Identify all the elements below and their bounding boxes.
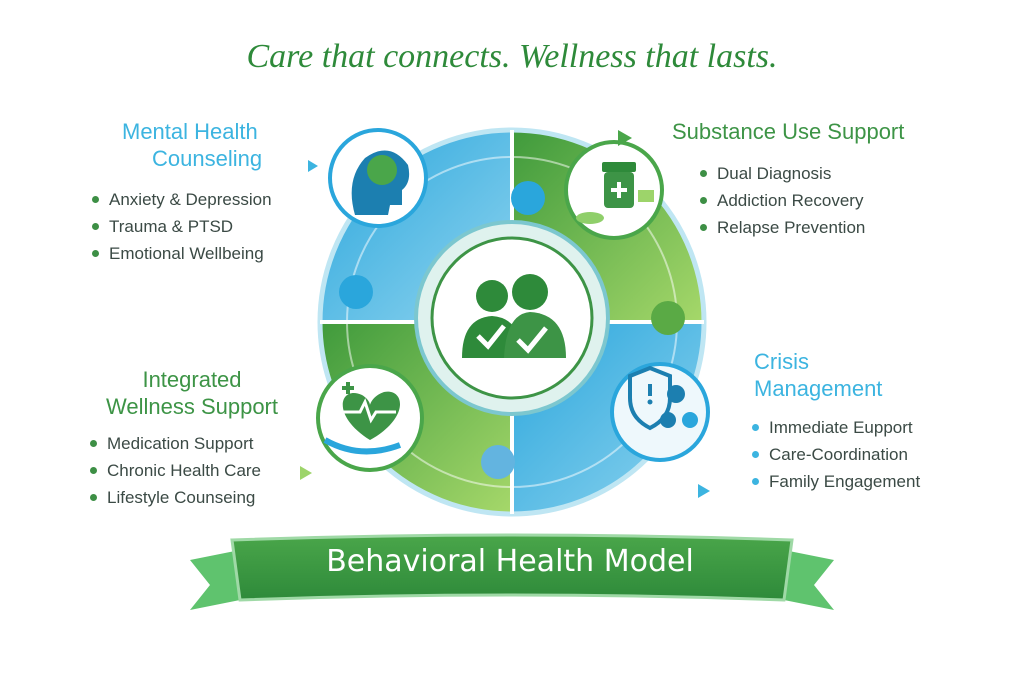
center-hub (414, 220, 610, 416)
substance-use-list: Dual Diagnosis Addiction Recovery Relaps… (700, 160, 865, 241)
integrated-wellness-title-1: Integrated (142, 367, 242, 392)
item-label: Family Engagement (769, 472, 921, 491)
tagline: Care that connects. Wellness that lasts. (246, 38, 778, 75)
brain-head-icon (328, 128, 428, 228)
item-label: Emotional Wellbeing (109, 244, 264, 263)
list-item: Chronic Health Care (90, 457, 261, 484)
list-item: Medication Support (90, 430, 261, 457)
arrow-icon (308, 160, 318, 172)
puzzle-knob (651, 301, 685, 335)
crisis-section: Crisis Management (754, 348, 882, 402)
item-label: Dual Diagnosis (717, 164, 832, 183)
crisis-title-2: Management (754, 376, 883, 401)
list-item: Immediate Eupport (752, 414, 920, 441)
item-label: Trauma & PTSD (109, 217, 234, 236)
item-label: Anxiety & Depression (109, 190, 272, 209)
item-label: Immediate Eupport (769, 418, 913, 437)
list-item: Addiction Recovery (700, 187, 865, 214)
mental-health-section: Mental Health Counseling (122, 118, 262, 172)
puzzle-knob (481, 445, 515, 479)
substance-use-title: Substance Use Support (672, 119, 905, 144)
mental-health-list: Anxiety & Depression Trauma & PTSD Emoti… (92, 186, 272, 267)
heart-hand-icon (316, 364, 424, 472)
item-label: Lifestyle Counseing (107, 488, 256, 507)
integrated-wellness-section: Integrated Wellness Support (92, 366, 292, 420)
list-item: Anxiety & Depression (92, 186, 272, 213)
crisis-list: Immediate Eupport Care-Coordination Fami… (752, 414, 920, 495)
list-item: Trauma & PTSD (92, 213, 272, 240)
puzzle-knob (339, 275, 373, 309)
shield-family-icon (610, 362, 710, 462)
mental-health-title-2: Counseling (152, 146, 263, 171)
banner-title: Behavioral Health Model (326, 544, 694, 579)
list-item: Family Engagement (752, 468, 920, 495)
crisis-title-1: Crisis (754, 349, 809, 374)
item-label: Chronic Health Care (107, 461, 262, 480)
item-label: Care-Coordination (769, 445, 908, 464)
puzzle-knob (511, 181, 545, 215)
list-item: Relapse Prevention (700, 214, 865, 241)
mental-health-title-1: Mental Health (122, 119, 258, 144)
arrow-icon (618, 130, 632, 146)
arrow-icon (698, 484, 710, 498)
substance-use-section: Substance Use Support (672, 118, 904, 145)
integrated-wellness-title-2: Wellness Support (105, 394, 278, 419)
integrated-wellness-list: Medication Support Chronic Health Care L… (90, 430, 261, 511)
arrow-icon (300, 466, 312, 480)
list-item: Care-Coordination (752, 441, 920, 468)
item-label: Medication Support (107, 434, 254, 453)
list-item: Emotional Wellbeing (92, 240, 272, 267)
list-item: Dual Diagnosis (700, 160, 865, 187)
item-label: Relapse Prevention (717, 218, 866, 237)
people-check-icon (462, 274, 566, 358)
item-label: Addiction Recovery (717, 191, 864, 210)
list-item: Lifestyle Counseing (90, 484, 261, 511)
banner-ribbon (190, 533, 834, 610)
medicine-bottle-icon (564, 140, 664, 240)
